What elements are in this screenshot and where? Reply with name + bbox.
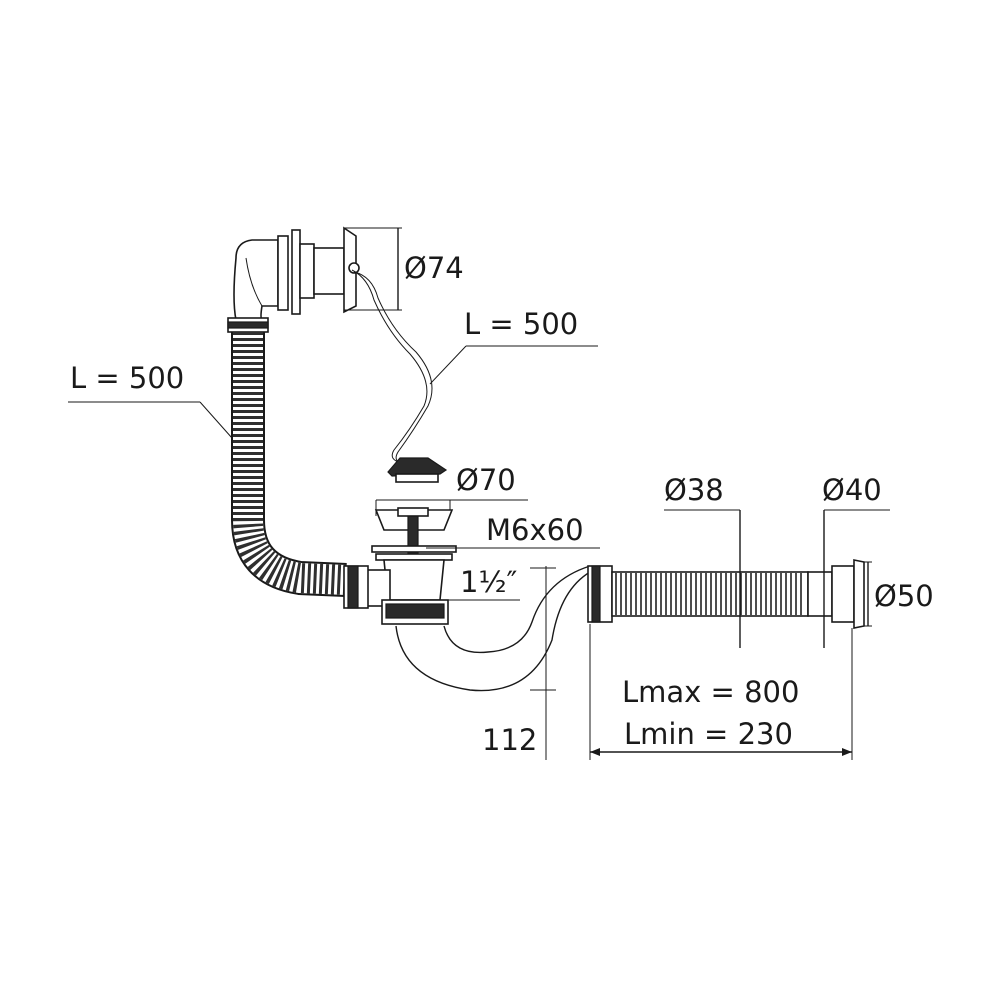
length-max-label: Lmax = 800: [622, 675, 799, 709]
overflow-assembly: [227, 226, 360, 333]
outlet-diameter-label: Ø50: [874, 579, 934, 613]
corrugated-pipe: [587, 559, 865, 629]
thread-size-dimension: 1½″: [446, 565, 520, 601]
trap-height-dimension: 112: [482, 566, 556, 760]
cable-length-dimension: L = 500: [429, 307, 598, 385]
length-min-label: Lmin = 230: [624, 717, 793, 751]
pipe-length-dimension: Lmax = 800 Lmin = 230: [589, 624, 853, 760]
trap-height-label: 112: [482, 723, 537, 757]
cable-length-label: L = 500: [464, 307, 578, 341]
outlet-diameter-dimension: Ø50: [864, 561, 934, 627]
cable: [351, 269, 433, 466]
screw-size-dimension: M6x60: [426, 513, 600, 549]
overflow-diameter-dimension: Ø74: [344, 227, 464, 311]
pipe-ribs: [615, 573, 802, 615]
drain-body: [343, 507, 457, 625]
thread-size-label: 1½″: [460, 565, 518, 599]
screw-size-label: M6x60: [486, 513, 584, 547]
plug-diameter-label: Ø70: [456, 463, 516, 497]
trap: [395, 565, 591, 692]
pipe-inner-diameter-dimension: Ø38: [664, 473, 741, 648]
pipe-inner-diameter-label: Ø38: [664, 473, 724, 507]
pipe-outer-diameter-dimension: Ø40: [822, 473, 890, 648]
pipe-outer-diameter-label: Ø40: [822, 473, 882, 507]
plug: [387, 457, 448, 483]
overflow-diameter-label: Ø74: [404, 251, 464, 285]
hose-length-dimension: L = 500: [68, 361, 233, 439]
flexible-hose: [231, 332, 347, 597]
hose-length-label: L = 500: [70, 361, 184, 395]
